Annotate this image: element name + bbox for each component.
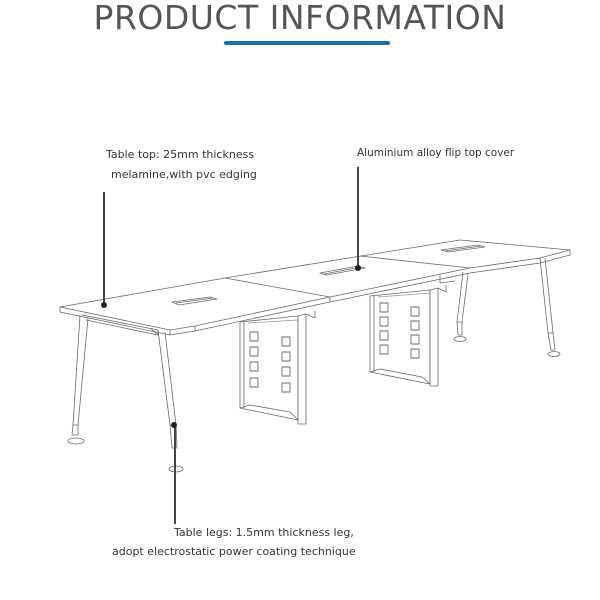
leader-table-top [101, 192, 107, 308]
title-underline [224, 41, 390, 45]
table-top-surface [59, 239, 571, 331]
page-title: PRODUCT INFORMATION [93, 0, 507, 37]
panel-1-slots [249, 331, 291, 393]
leg-panel-1 [239, 311, 316, 425]
leader-flip-top-cover [355, 167, 361, 271]
callout-table-top-line2: melamine,with pvc edging [111, 168, 257, 181]
flip-top-cover-3 [440, 244, 486, 253]
callout-table-top-line1: Table top: 25mm thickness [106, 148, 255, 161]
callout-table-legs-line1: Table legs: 1.5mm thickness leg, [174, 526, 354, 539]
panel-2-slots [379, 302, 420, 359]
callout-table-legs-line2: adopt electrostatic power coating techni… [112, 545, 356, 558]
leader-table-legs [171, 422, 177, 524]
callout-flip-top-cover: Aluminium alloy flip top cover [357, 147, 515, 159]
flip-top-cover-1 [171, 296, 218, 306]
flip-top-cover-2 [319, 265, 366, 276]
leg-panel-2 [369, 285, 447, 387]
